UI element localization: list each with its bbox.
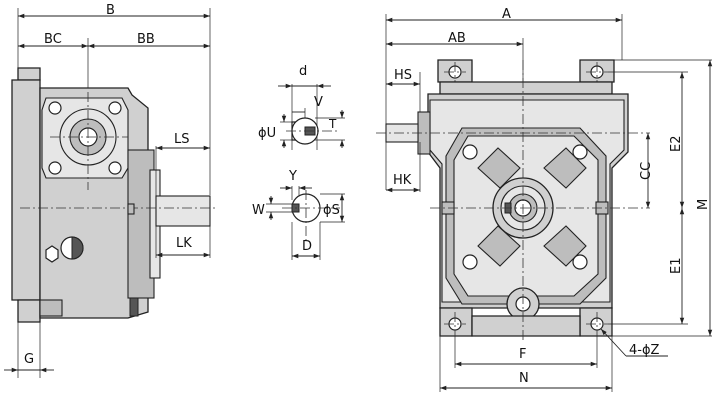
output-shaft-side xyxy=(155,195,211,227)
front-view: A AB xyxy=(376,7,713,392)
label-Y: Y xyxy=(288,169,297,184)
label-CC: CC xyxy=(639,162,654,180)
label-A: A xyxy=(502,7,511,22)
label-B: B xyxy=(106,3,115,18)
side-view: B BC BB xyxy=(4,3,218,378)
label-Z: 4-ϕZ xyxy=(629,343,660,358)
label-T: T xyxy=(328,117,337,131)
label-F: F xyxy=(519,347,526,362)
label-M: M xyxy=(696,199,711,210)
label-U: ϕU xyxy=(258,126,276,141)
label-N: N xyxy=(519,371,529,386)
label-D: D xyxy=(302,239,312,254)
label-S: ϕS xyxy=(323,203,340,218)
label-E1: E1 xyxy=(669,258,684,275)
label-AB: AB xyxy=(448,31,466,46)
label-G: G xyxy=(24,352,34,367)
label-W: W xyxy=(252,203,265,218)
label-V: V xyxy=(314,95,323,110)
label-HK: HK xyxy=(393,173,412,188)
label-BC: BC xyxy=(44,32,62,47)
label-E2: E2 xyxy=(669,136,684,153)
label-LS: LS xyxy=(174,132,190,147)
label-LK: LK xyxy=(176,236,192,251)
shaft-detail: d V ϕU T Y W ϕS xyxy=(252,64,345,260)
label-BB: BB xyxy=(137,32,155,47)
label-d: d xyxy=(299,64,307,79)
label-HS: HS xyxy=(394,68,412,83)
